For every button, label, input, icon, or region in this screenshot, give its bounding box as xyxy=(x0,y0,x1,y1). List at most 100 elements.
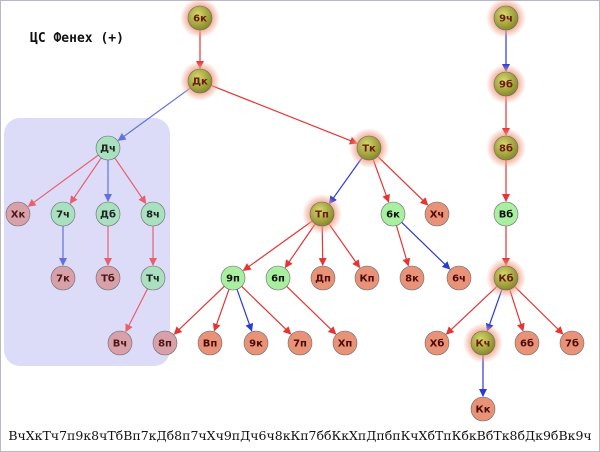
node-label: 9б xyxy=(499,79,513,91)
edge-nDch-n7ch xyxy=(69,157,102,205)
node-n9k: 9к xyxy=(243,330,269,356)
node-n7ch: 7ч xyxy=(50,201,76,227)
edge-n9p-n7p xyxy=(241,285,292,335)
edge-nTp-n6p xyxy=(284,223,316,269)
node-n8ch: 8ч xyxy=(140,201,166,227)
node-label: Хб xyxy=(430,338,445,350)
node-label: 7ч xyxy=(56,210,70,221)
node-nVch: Вч xyxy=(107,330,133,356)
node-n6b: 6б xyxy=(514,330,540,356)
node-circle xyxy=(356,135,382,161)
node-label: Кк xyxy=(476,405,491,416)
edge-nDk-nDch xyxy=(117,87,191,141)
node-label: Дч xyxy=(100,144,116,155)
edge-n9p-nVp xyxy=(212,289,230,332)
node-nTb: Тб xyxy=(95,265,121,291)
node-circle xyxy=(493,71,519,97)
edge-nTp-nKp xyxy=(328,223,361,269)
node-label: Тк xyxy=(362,144,376,155)
node-nDb: Дб xyxy=(95,201,121,227)
node-nTch: Тч xyxy=(140,265,166,291)
node-circle xyxy=(493,135,519,161)
node-n6ch: 6ч xyxy=(446,265,472,291)
node-n6p: 6п xyxy=(265,265,291,291)
node-circle xyxy=(140,265,166,291)
node-n8p: 8п xyxy=(152,330,178,356)
edge-nTp-n9p xyxy=(242,220,313,271)
node-label: 8п xyxy=(158,339,172,350)
node-circle xyxy=(399,265,425,291)
node-circle xyxy=(332,330,358,356)
node-circle xyxy=(287,330,313,356)
node-circle xyxy=(309,201,335,227)
diagram-title: ЦС Фенех (+) xyxy=(30,31,124,46)
edge-nTk-nTp xyxy=(328,157,363,205)
sequence-text: ВчХкТч7п9к8чТбВп7кДб8п7чХч9пДч6ч8кКп7ббК… xyxy=(8,428,592,443)
node-circle xyxy=(152,330,178,356)
node-circle xyxy=(514,330,540,356)
node-nXk: Хк xyxy=(5,201,31,227)
node-n7p: 7п xyxy=(287,330,313,356)
node-circle xyxy=(354,265,380,291)
highlight-region xyxy=(4,118,170,366)
node-circle xyxy=(446,265,472,291)
node-label: 7к xyxy=(56,274,70,285)
edge-nTch-nVch xyxy=(125,288,149,333)
node-circle xyxy=(243,330,269,356)
node-nTk: Тк xyxy=(349,128,389,168)
node-nTp: Тп xyxy=(302,194,342,234)
node-circle xyxy=(424,201,450,227)
edge-n6k2-n6ch xyxy=(401,221,451,270)
node-circle xyxy=(95,201,121,227)
node-label: Кч xyxy=(475,339,490,350)
node-circle xyxy=(265,265,291,291)
node-label: 6к xyxy=(193,14,207,25)
node-label: 8ч xyxy=(146,210,160,221)
node-n8k: 8к xyxy=(399,265,425,291)
node-circle xyxy=(380,201,406,227)
node-n6k: 6к xyxy=(180,0,220,38)
node-nXch: Хч xyxy=(424,201,450,227)
node-circle xyxy=(493,201,519,227)
node-label: Тп xyxy=(315,210,329,221)
edge-n6p-nXp xyxy=(286,285,337,335)
node-label: 6б xyxy=(520,338,534,350)
node-label: 7п xyxy=(293,339,307,350)
node-label: Дп xyxy=(315,274,331,285)
node-label: Хч xyxy=(430,210,445,221)
node-label: 9к xyxy=(249,339,263,350)
node-label: 9ч xyxy=(499,14,513,25)
node-n9b: 9б xyxy=(486,64,526,104)
node-nKb: Кб xyxy=(486,258,526,298)
node-label: Вч xyxy=(113,339,128,350)
node-circle xyxy=(493,265,519,291)
node-nVb: Вб xyxy=(493,201,519,227)
node-circle xyxy=(95,135,121,161)
node-label: Вп xyxy=(203,339,218,350)
node-nKp: Кп xyxy=(354,265,380,291)
node-label: Дк xyxy=(192,77,208,88)
node-circle xyxy=(50,201,76,227)
node-nDch: Дч xyxy=(95,135,121,161)
node-label: Хк xyxy=(11,210,26,221)
node-label: 9п xyxy=(226,274,240,285)
node-circle xyxy=(310,265,336,291)
node-circle xyxy=(50,265,76,291)
node-n9ch: 9ч xyxy=(486,0,526,38)
node-label: Кп xyxy=(359,274,374,285)
node-label: Тч xyxy=(146,274,160,285)
edge-nKb-n7b xyxy=(514,285,564,335)
edge-nKb-nXb xyxy=(445,285,498,335)
node-nDp: Дп xyxy=(310,265,336,291)
node-n7b: 7б xyxy=(559,330,585,356)
node-n7k: 7к xyxy=(50,265,76,291)
edge-n6k2-n8k xyxy=(395,225,411,267)
node-circle xyxy=(107,330,133,356)
node-nVp: Вп xyxy=(197,330,223,356)
node-circle xyxy=(424,330,450,356)
node-nKch: Кч xyxy=(463,323,503,363)
node-circle xyxy=(197,330,223,356)
node-label: 6ч xyxy=(452,274,466,285)
node-n6k2: 6к xyxy=(380,201,406,227)
node-circle xyxy=(220,265,246,291)
